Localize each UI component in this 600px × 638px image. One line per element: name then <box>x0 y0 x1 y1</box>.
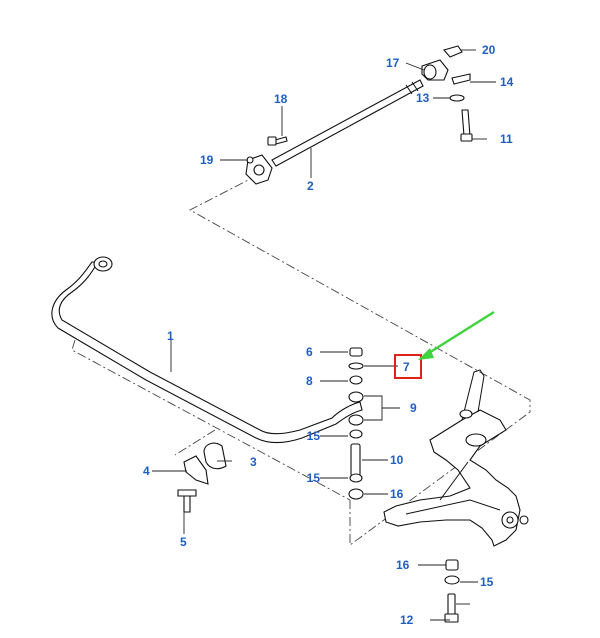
bolt-5 <box>183 493 191 513</box>
callout-12: 12 <box>400 613 414 627</box>
callout-8: 8 <box>306 374 313 388</box>
washer-15a <box>349 429 363 439</box>
washer-7 <box>348 362 364 370</box>
suspension-arm <box>383 369 529 547</box>
link-rod <box>271 79 424 167</box>
lower-hardware <box>444 559 460 623</box>
bushing-9a <box>348 391 364 403</box>
bushing-16b <box>445 559 459 571</box>
callout-15c: 15 <box>480 575 494 589</box>
pointer-arrow <box>418 310 495 360</box>
callout-5: 5 <box>180 535 187 549</box>
callout-18: 18 <box>274 92 288 106</box>
callout-9: 9 <box>410 401 417 415</box>
bushing-9b <box>348 414 364 426</box>
link-rod-assembly <box>245 45 473 185</box>
clip-20 <box>443 45 463 58</box>
callout-4: 4 <box>143 464 150 478</box>
bolt-11 <box>461 109 471 137</box>
callout-10: 10 <box>390 453 404 467</box>
callout-16b: 16 <box>396 558 410 572</box>
callout-20: 20 <box>482 43 496 57</box>
bolt-12 <box>447 593 456 617</box>
callout-13: 13 <box>416 91 430 105</box>
callout-2: 2 <box>307 179 314 193</box>
callout-labels: 1 2 3 4 5 6 7 8 9 10 11 12 13 14 15 15 1… <box>143 43 514 627</box>
phantom-lines <box>71 174 531 546</box>
nut-13 <box>449 94 465 102</box>
nut-6 <box>349 347 363 357</box>
washer-15c <box>444 575 460 585</box>
callout-17: 17 <box>386 56 400 70</box>
stabilizer-bar <box>51 256 363 444</box>
link-hardware-stack <box>348 347 364 500</box>
callout-1: 1 <box>167 329 174 343</box>
sleeve-10 <box>350 443 361 477</box>
bushing-3 <box>203 442 227 470</box>
highlight-box <box>394 354 422 379</box>
bolt-18 <box>274 136 288 145</box>
washer-14 <box>451 73 471 85</box>
leader-lines <box>152 49 496 621</box>
washer-15b <box>349 473 363 483</box>
callout-3: 3 <box>250 455 257 469</box>
callout-11: 11 <box>500 132 513 146</box>
clamp-4 <box>183 455 209 485</box>
callout-19: 19 <box>200 153 214 167</box>
callout-15b: 15 <box>307 471 321 485</box>
callout-16a: 16 <box>390 487 404 501</box>
callout-7: 7 <box>403 360 410 374</box>
bushing-clamp <box>177 442 227 513</box>
bushing-16a <box>348 488 364 500</box>
callout-6: 6 <box>306 345 313 359</box>
washer-8 <box>349 375 363 385</box>
callout-15a: 15 <box>307 429 321 443</box>
callout-14: 14 <box>500 75 514 89</box>
